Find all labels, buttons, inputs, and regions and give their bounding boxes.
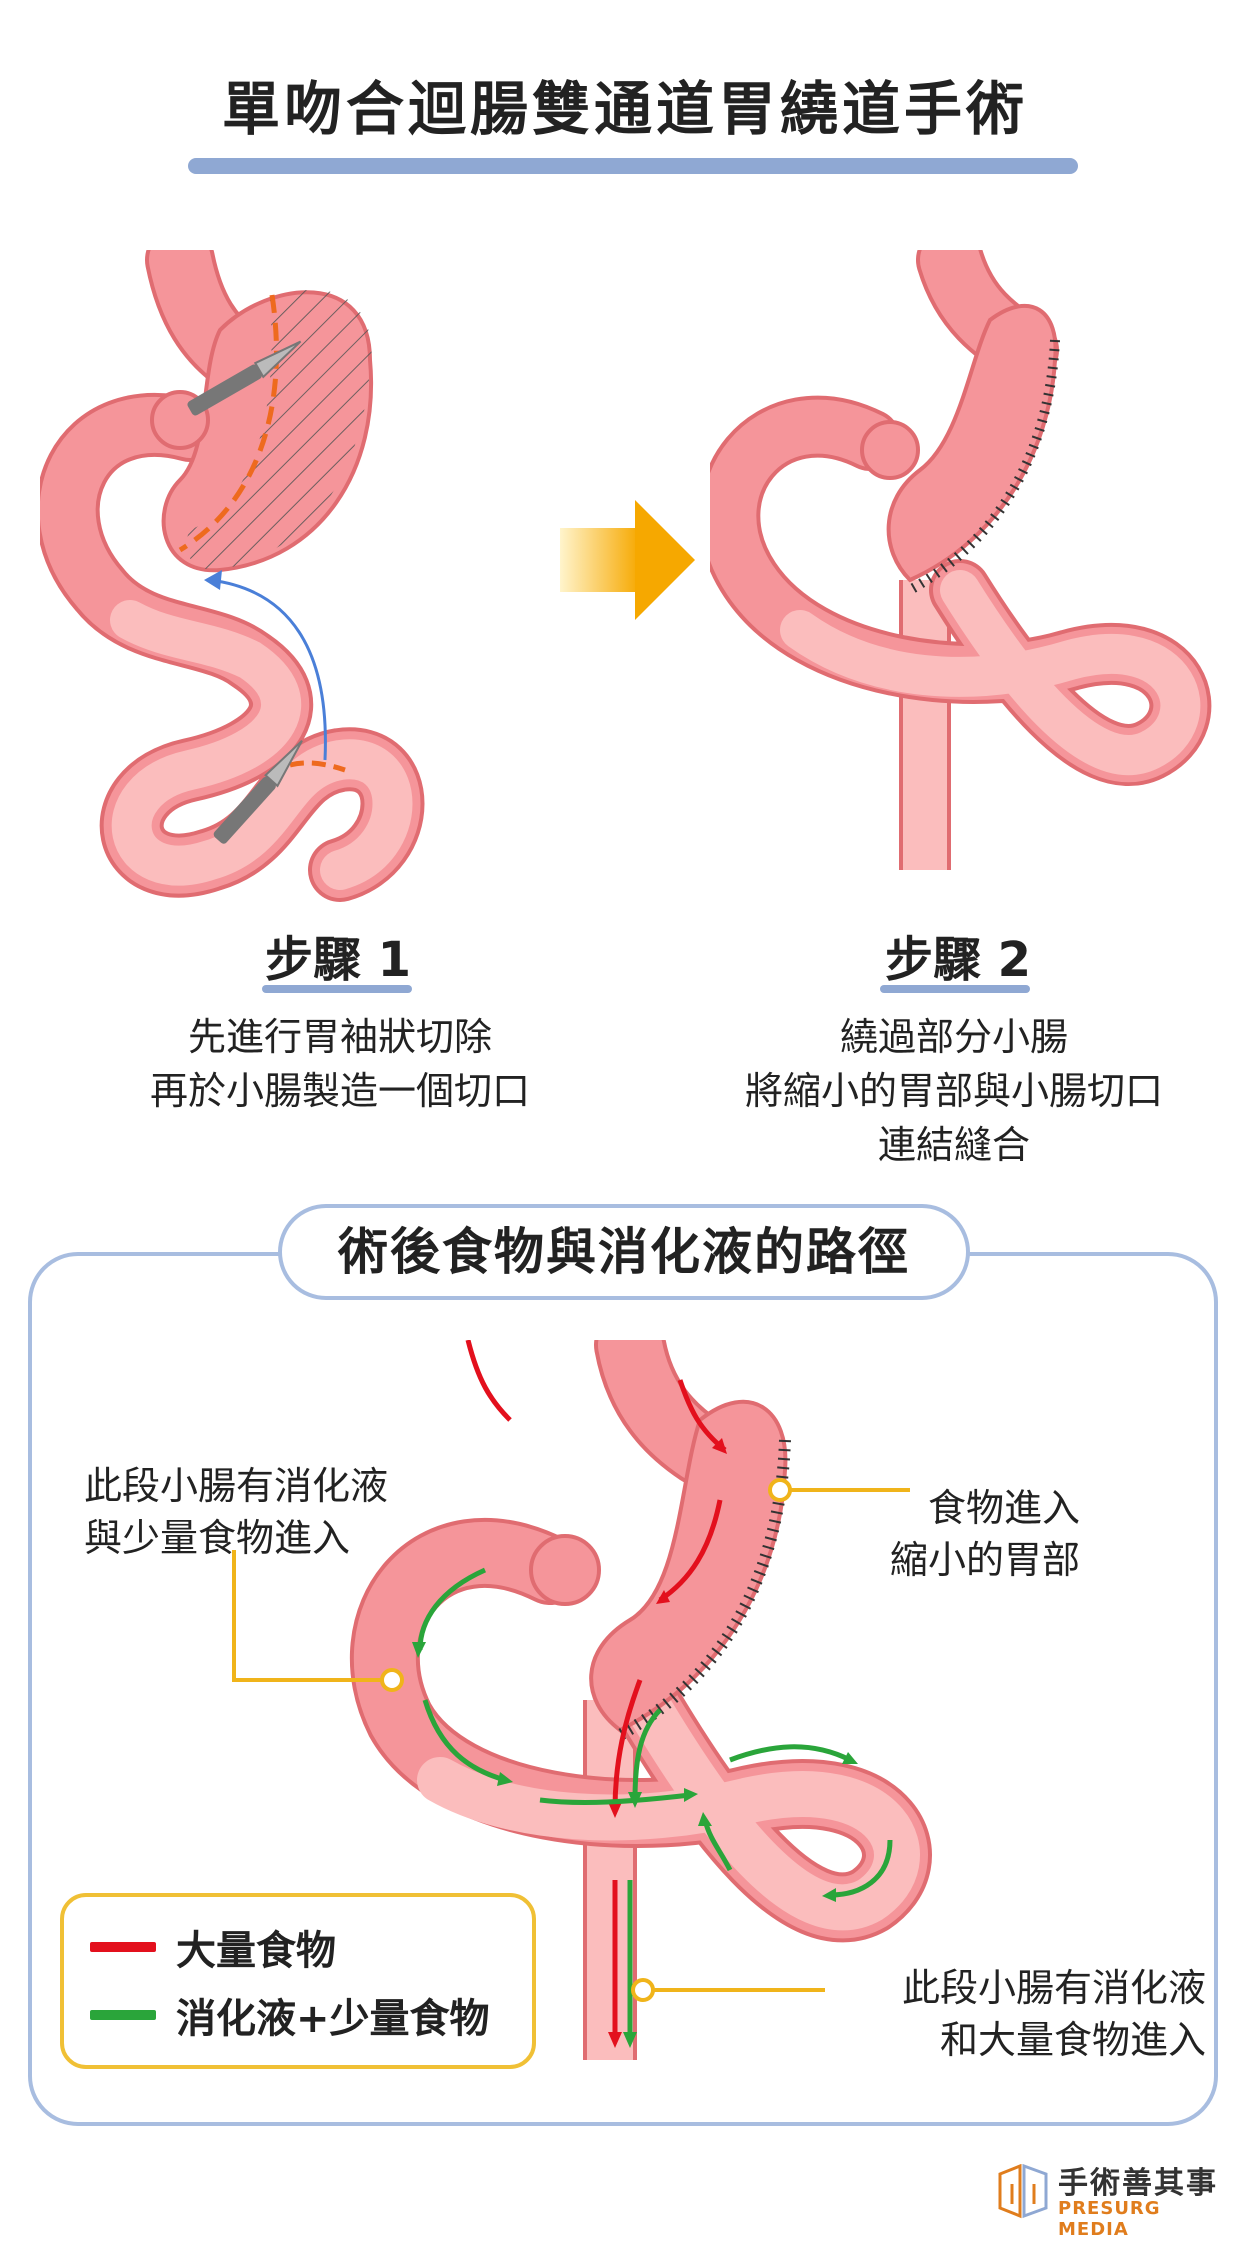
legend-item-digestive: 消化液+少量食物: [90, 1985, 490, 2045]
step2-description: 繞過部分小腸 將縮小的胃部與小腸切口 連結縫合: [744, 1015, 1163, 1167]
sleeve-stomach: [886, 303, 1058, 583]
legend-swatch-green: [90, 2010, 156, 2020]
annotation-right-bottom: 此段小腸有消化液 和大量食物進入: [901, 1966, 1206, 2062]
digestive-route: [417, 1567, 893, 2040]
staple-line: [907, 339, 1060, 595]
legend-item-food: 大量食物: [90, 1917, 336, 1977]
scalpel-icon: [213, 739, 303, 844]
step1-underline: [262, 985, 412, 993]
annotation-right-top: 食物進入 縮小的胃部: [890, 1486, 1081, 1582]
logo-icon: [998, 2164, 1048, 2219]
page-title: 單吻合迴腸雙通道胃繞道手術: [221, 75, 1028, 143]
step1-illustration: [40, 250, 425, 902]
annotation-left: 此段小腸有消化液 與少量食物進入: [84, 1464, 389, 1560]
food-route: [465, 1340, 727, 2040]
step1-label: 步驟 1: [264, 932, 412, 988]
transfer-arrow: [209, 578, 327, 761]
legend: 大量食物 消化液+少量食物: [60, 1893, 536, 2069]
step1-description: 先進行胃袖狀切除 再於小腸製造一個切口: [149, 1015, 530, 1113]
logo-name: 手術善其事: [1058, 2166, 1218, 2201]
step2-label: 步驟 2: [884, 932, 1032, 988]
title-underline: [188, 158, 1078, 174]
brand-logo: 手術善其事 PRESURG MEDIA: [996, 2158, 1226, 2240]
legend-swatch-red: [90, 1942, 156, 1952]
step2-illustration: [710, 250, 1212, 870]
step-arrow: [560, 500, 695, 620]
pathway-illustration: [349, 1340, 932, 2060]
cut-line: [178, 294, 279, 553]
section-title: 術後食物與消化液的路徑: [278, 1204, 970, 1300]
step2-underline: [880, 985, 1030, 993]
logo-subtitle: PRESURG MEDIA: [1058, 2198, 1161, 2240]
scalpel-icon: [187, 340, 302, 416]
removed-stomach-area: [186, 289, 372, 571]
